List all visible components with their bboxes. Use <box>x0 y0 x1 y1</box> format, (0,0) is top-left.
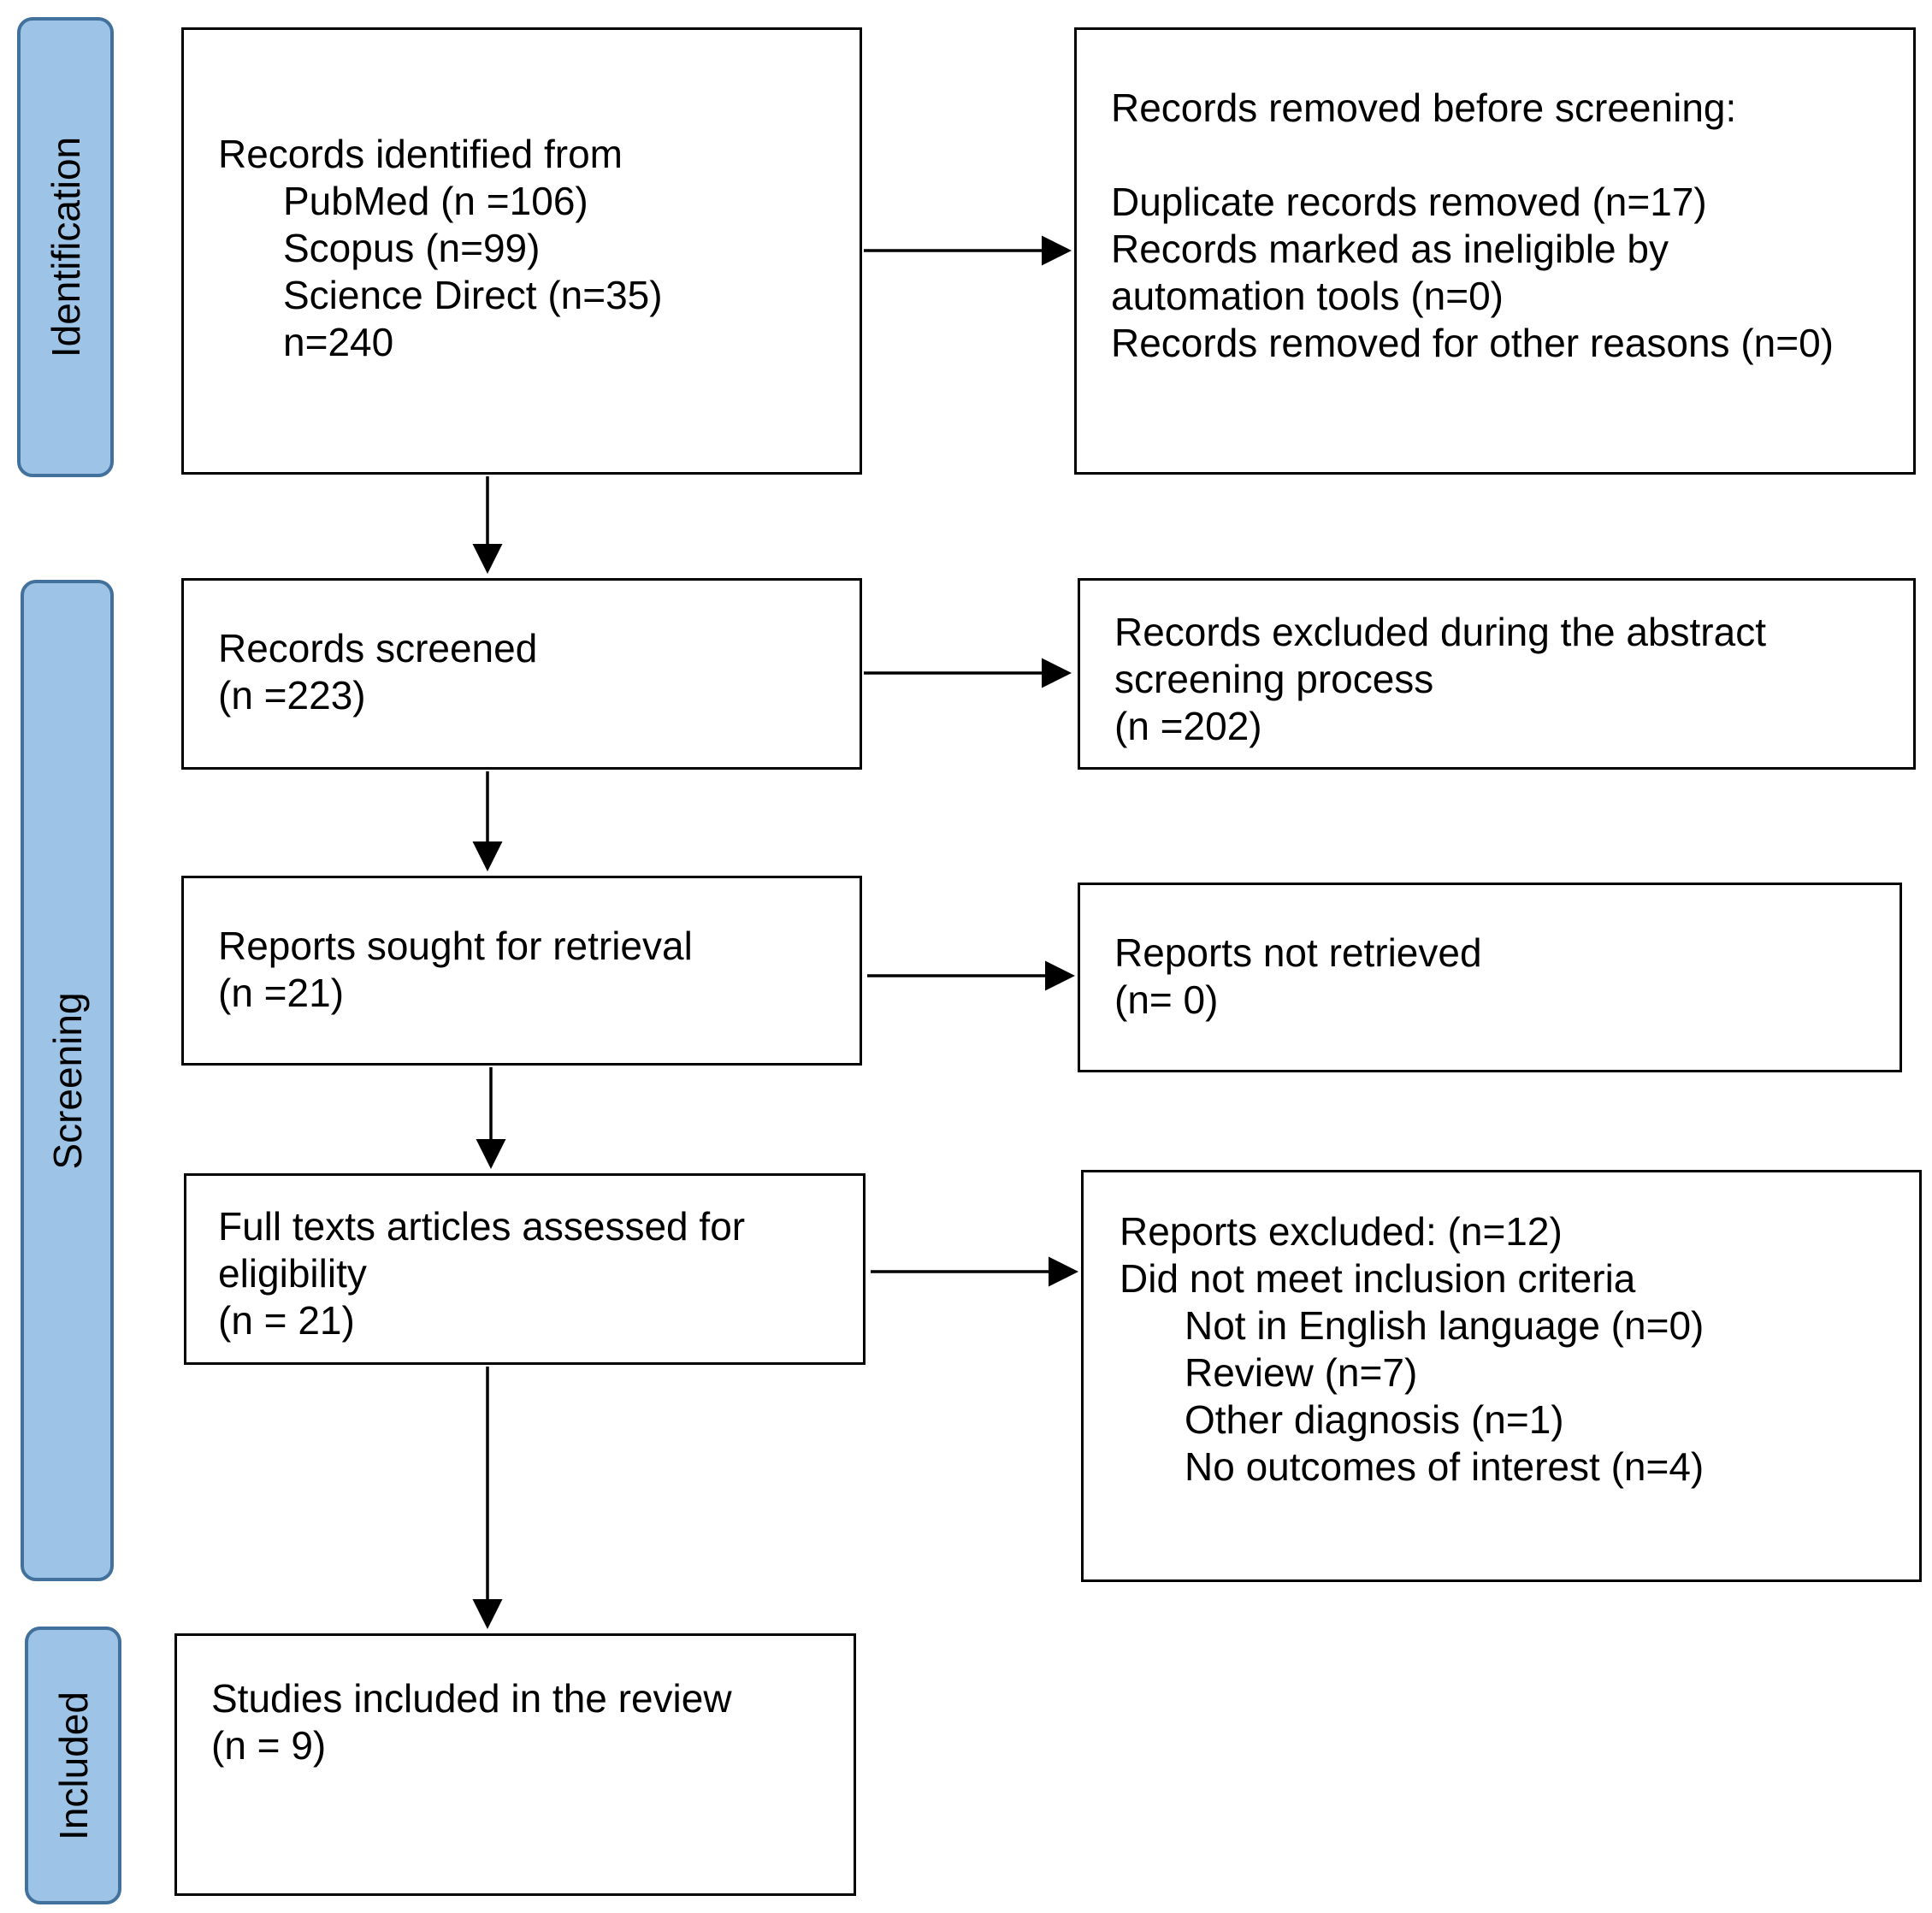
phase-screening: Screening <box>21 580 114 1581</box>
records-removed-box: Records removed before screening: Duplic… <box>1074 27 1916 475</box>
records-identified-title: Records identified from <box>218 132 623 176</box>
studies-included-count: (n = 9) <box>211 1723 327 1768</box>
reason-review: Review (n=7) <box>1185 1350 1418 1395</box>
reason-not-english: Not in English language (n=0) <box>1185 1303 1705 1348</box>
reports-sought-label: Reports sought for retrieval <box>218 924 693 968</box>
records-excluded-line1: Records excluded during the abstract <box>1114 610 1766 654</box>
studies-included-box: Studies included in the review (n = 9) <box>174 1633 856 1896</box>
reports-excluded-box: Reports excluded: (n=12) Did not meet in… <box>1081 1170 1922 1582</box>
records-screened-box: Records screened (n =223) <box>181 578 862 770</box>
reports-not-retrieved-count: (n= 0) <box>1114 977 1219 1022</box>
full-text-assessed-line2: eligibility <box>218 1251 367 1296</box>
records-excluded-line2: screening process <box>1114 657 1434 701</box>
ineligible-automation-line2: automation tools (n=0) <box>1111 274 1504 318</box>
phase-identification: Identification <box>17 17 114 477</box>
source-scopus: Scopus (n=99) <box>283 226 541 270</box>
records-identified-box: Records identified from PubMed (n =106) … <box>181 27 862 475</box>
reports-excluded-title: Reports excluded: (n=12) <box>1120 1209 1563 1254</box>
reports-excluded-subtitle: Did not meet inclusion criteria <box>1120 1256 1636 1301</box>
removed-other-reasons: Records removed for other reasons (n=0) <box>1111 321 1835 365</box>
source-total: n=240 <box>283 320 394 364</box>
reports-sought-count: (n =21) <box>218 971 345 1015</box>
full-text-assessed-box: Full texts articles assessed for eligibi… <box>184 1173 866 1365</box>
records-screened-label: Records screened <box>218 626 538 670</box>
records-removed-title: Records removed before screening: <box>1111 86 1737 130</box>
records-excluded-box: Records excluded during the abstract scr… <box>1078 578 1916 770</box>
records-screened-count: (n =223) <box>218 673 366 717</box>
reports-not-retrieved-label: Reports not retrieved <box>1114 930 1482 975</box>
studies-included-label: Studies included in the review <box>211 1676 732 1721</box>
source-pubmed: PubMed (n =106) <box>283 179 588 223</box>
source-science-direct: Science Direct (n=35) <box>283 273 663 317</box>
records-excluded-count: (n =202) <box>1114 704 1262 748</box>
duplicates-removed: Duplicate records removed (n=17) <box>1111 180 1707 224</box>
ineligible-automation-line1: Records marked as ineligible by <box>1111 227 1669 271</box>
full-text-assessed-count: (n = 21) <box>218 1298 355 1343</box>
full-text-assessed-line1: Full texts articles assessed for <box>218 1204 746 1249</box>
reason-no-outcomes: No outcomes of interest (n=4) <box>1185 1444 1705 1489</box>
reason-other-diagnosis: Other diagnosis (n=1) <box>1185 1397 1564 1442</box>
reports-sought-box: Reports sought for retrieval (n =21) <box>181 876 862 1066</box>
reports-not-retrieved-box: Reports not retrieved (n= 0) <box>1078 883 1902 1072</box>
phase-included: Included <box>25 1627 121 1904</box>
